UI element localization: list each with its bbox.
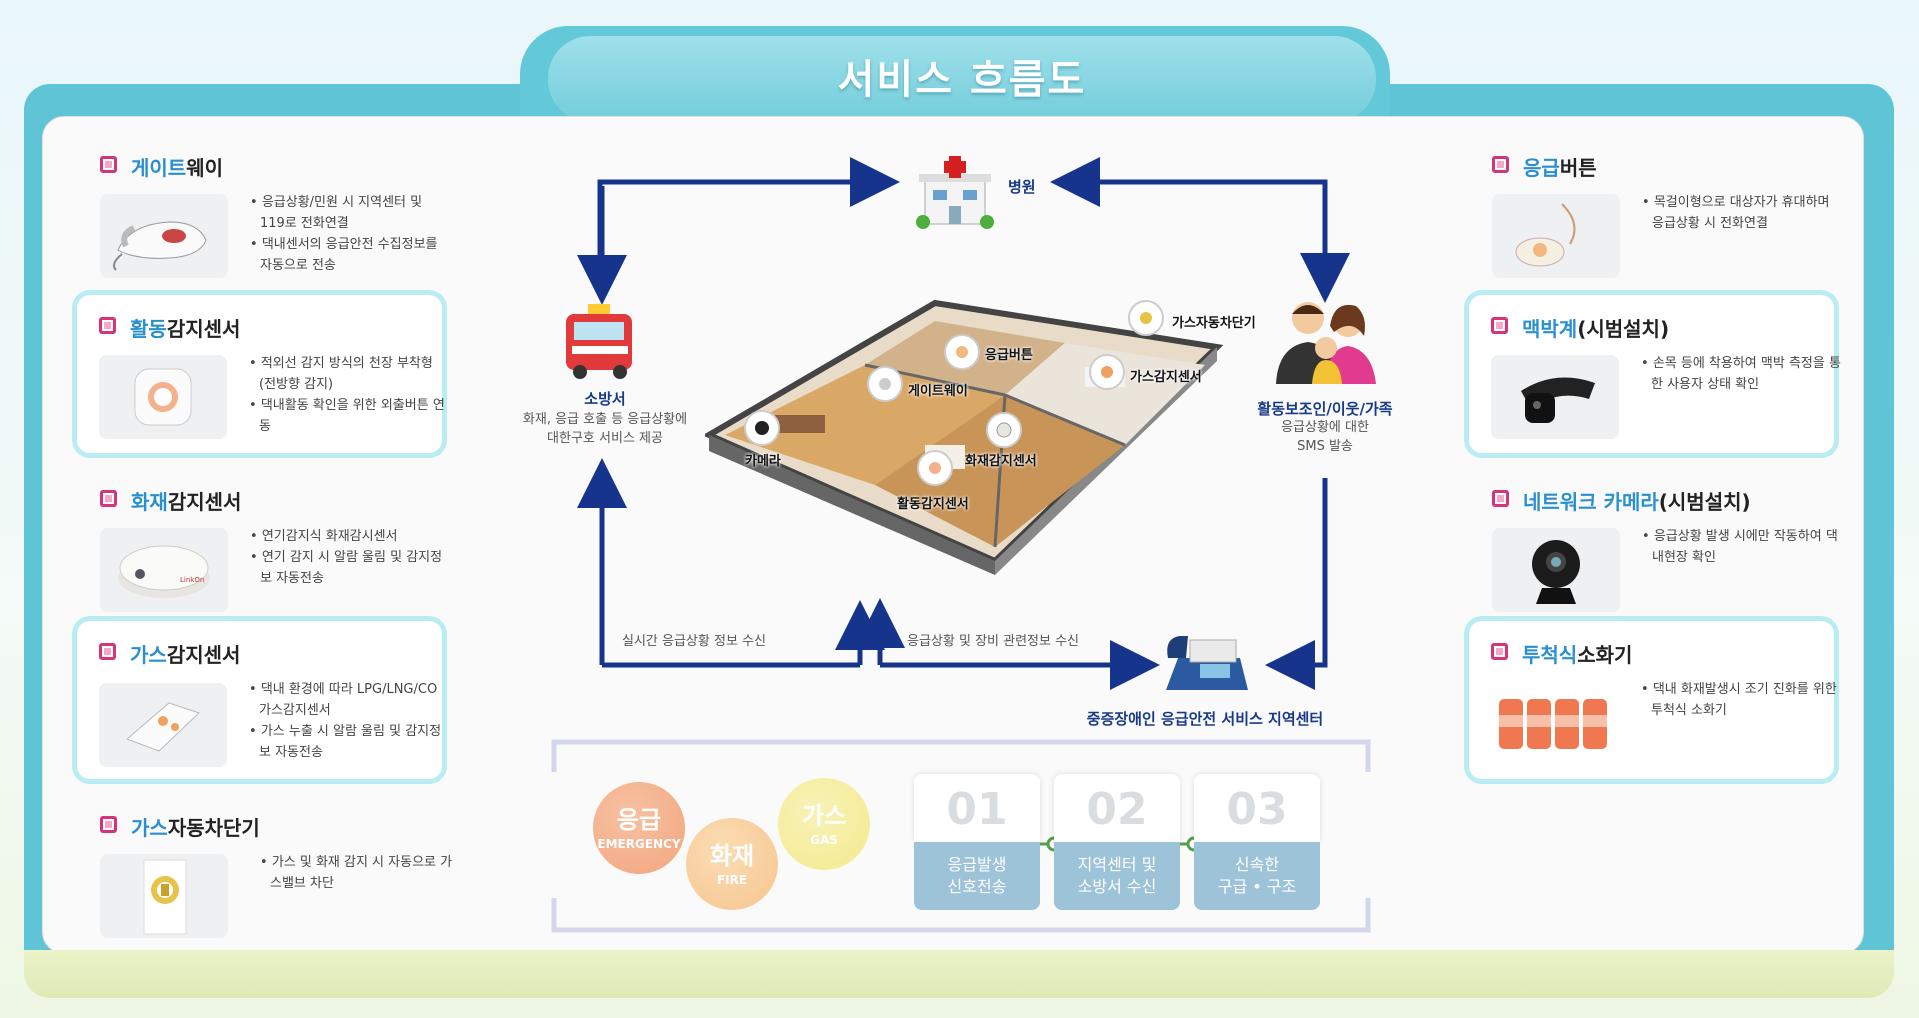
- card-title: 화재감지센서: [100, 486, 241, 515]
- hospital-label: 병원: [1008, 178, 1036, 196]
- process-panel-bracket: [551, 739, 1371, 933]
- network-camera-image: [1492, 528, 1620, 612]
- flow-label-left: 실시간 응급상황 정보 수신: [622, 634, 766, 649]
- card-fire-extinguisher: 투척식소화기 댁내 화재발생시 조기 진화를 위한 투척식 소화기: [1464, 616, 1839, 784]
- card-description: 가스 및 화재 감지 시 자동으로 가스밸브 차단: [260, 852, 460, 894]
- family-description: 응급상황에 대한 SMS 발송: [1281, 420, 1369, 454]
- card-title: 맥박계(시범설치): [1491, 313, 1669, 342]
- house-tag-gas-shutoff: 가스자동차단기: [1172, 316, 1256, 331]
- house-tag-camera: 카메라: [745, 454, 781, 469]
- house-tag-emergency-button: 응급버튼: [985, 348, 1033, 363]
- card-gateway: 게이트웨이 응급상황/민원 시 지역센터 및 119로 전화연결댁내센서의 응급…: [78, 140, 453, 305]
- card-fire-sensor: 화재감지센서 LinkOn 연기감지식 화재감시센서연기 감지 시 알람 울림 …: [78, 474, 453, 639]
- card-title: 가스자동차단기: [100, 812, 260, 841]
- step-01: 01 응급발생 신호전송: [914, 774, 1040, 910]
- card-title: 가스감지센서: [99, 639, 240, 668]
- emergency-button-image: [1492, 194, 1620, 278]
- fire-station-description: 화재, 응급 호출 등 응급상황에 대한구호 서비스 제공: [522, 412, 688, 446]
- card-description: 응급상황 발생 시에만 작동하여 댁내현장 확인: [1642, 526, 1842, 568]
- arrow-family-to-hospital: [1050, 157, 1328, 255]
- card-title: 네트워크 카메라(시범설치): [1492, 486, 1751, 515]
- card-title: 투척식소화기: [1491, 639, 1632, 668]
- card-gas-shutoff: 가스자동차단기 가스 및 화재 감지 시 자동으로 가스밸브 차단: [78, 800, 453, 965]
- card-description: 목걸이형으로 대상자가 휴대하며 응급상황 시 전화연결: [1642, 192, 1842, 234]
- card-description: 적외선 감지 방식의 천장 부착형(전방향 감지)댁내활동 확인을 위한 외출버…: [249, 353, 449, 437]
- bullet-square-icon: [1491, 317, 1508, 334]
- fire-sensor-image: LinkOn: [100, 528, 228, 612]
- phone-fax-icon: [1166, 636, 1248, 690]
- bullet-square-icon: [1491, 643, 1508, 660]
- gateway-phone-image: [100, 194, 228, 278]
- card-description: 응급상황/민원 시 지역센터 및 119로 전화연결댁내센서의 응급안전 수집정…: [250, 192, 450, 276]
- arrow-family-to-center: [1265, 478, 1328, 690]
- arrow-fire-to-hospital: [597, 157, 900, 290]
- card-emergency-button: 응급버튼 목걸이형으로 대상자가 휴대하며 응급상황 시 전화연결: [1470, 140, 1845, 305]
- card-title: 활동감지센서: [99, 313, 240, 342]
- step-02: 02 지역센터 및 소방서 수신: [1054, 774, 1180, 910]
- flow-label-right: 응급상황 및 장비 관련정보 수신: [907, 634, 1080, 649]
- card-description: 댁내 환경에 따라 LPG/LNG/CO 가스감지센서가스 누출 시 알람 울림…: [249, 679, 449, 763]
- family-icon: [1276, 302, 1376, 384]
- house-tag-activity-sensor: 활동감지센서: [897, 497, 969, 512]
- gas-shutoff-image: [100, 854, 228, 938]
- center-label: 중증장애인 응급안전 서비스 지역센터: [1086, 710, 1324, 728]
- card-activity-sensor: 활동감지센서 적외선 감지 방식의 천장 부착형(전방향 감지)댁내활동 확인을…: [72, 290, 447, 458]
- pulse-meter-image: [1491, 355, 1619, 439]
- svg-text:LinkOn: LinkOn: [180, 576, 204, 584]
- card-title: 게이트웨이: [100, 152, 223, 181]
- gas-sensor-image: [99, 683, 227, 767]
- card-pulse-meter: 맥박계(시범설치) 손목 등에 착용하여 맥박 측정을 통한 사용자 상태 확인: [1464, 290, 1841, 458]
- house-tag-gateway: 게이트웨이: [908, 384, 968, 399]
- bullet-square-icon: [99, 317, 116, 334]
- card-description: 연기감지식 화재감시센서연기 감지 시 알람 울림 및 감지정보 자동전송: [250, 526, 450, 589]
- ambulance-icon: [566, 304, 632, 379]
- bullet-square-icon: [100, 490, 117, 507]
- title-tab-inner: [548, 36, 1376, 122]
- card-network-camera: 네트워크 카메라(시범설치) 응급상황 발생 시에만 작동하여 댁내현장 확인: [1470, 474, 1845, 639]
- fire-extinguisher-image: [1491, 683, 1619, 767]
- card-description: 손목 등에 착용하여 맥박 측정을 통한 사용자 상태 확인: [1641, 353, 1841, 395]
- bullet-square-icon: [100, 816, 117, 833]
- house-tag-gas-sensor: 가스감지센서: [1130, 370, 1202, 385]
- family-label: 활동보조인/이웃/가족: [1257, 400, 1393, 418]
- bullet-square-icon: [100, 156, 117, 173]
- bullet-square-icon: [1492, 490, 1509, 507]
- house-tag-fire-sensor: 화재감지센서: [965, 454, 1037, 469]
- bullet-square-icon: [99, 643, 116, 660]
- house-floorplan-image: [705, 299, 1224, 575]
- card-title: 응급버튼: [1492, 152, 1597, 181]
- page-title: 서비스 흐름도: [837, 56, 1087, 103]
- step-03: 03 신속한 구급 • 구조: [1194, 774, 1320, 910]
- card-description: 댁내 화재발생시 조기 진화를 위한 투척식 소화기: [1641, 679, 1841, 721]
- hospital-icon: [916, 156, 994, 229]
- card-gas-sensor: 가스감지센서 댁내 환경에 따라 LPG/LNG/CO 가스감지센서가스 누출 …: [72, 616, 447, 784]
- activity-sensor-image: [99, 355, 227, 439]
- bottom-strip: [24, 950, 1894, 998]
- fire-station-label: 소방서: [584, 390, 626, 408]
- bullet-square-icon: [1492, 156, 1509, 173]
